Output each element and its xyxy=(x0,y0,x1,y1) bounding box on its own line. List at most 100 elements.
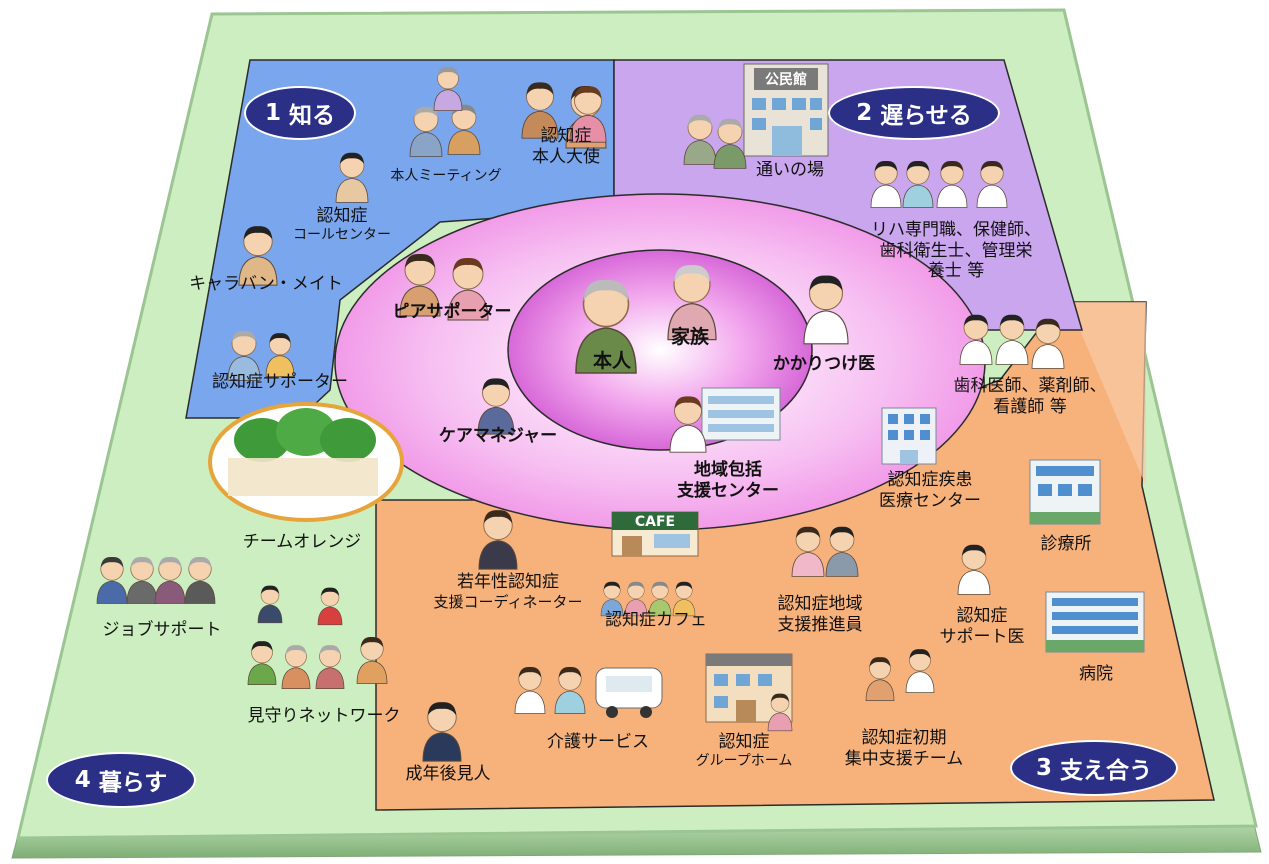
ambassador-woman-figure-icon xyxy=(569,86,607,143)
ambassador-line-1: 認知症 xyxy=(540,126,592,146)
cafe-guest-1-icon xyxy=(600,581,624,617)
early-team-line-1: 認知症初期 xyxy=(861,728,947,748)
early-team-2-icon xyxy=(905,649,935,693)
early-team-line-2: 集中支援チーム xyxy=(844,748,964,769)
watch-delivery-icon xyxy=(317,587,343,626)
promoter-label: 認知症地域 支援推進員 xyxy=(778,594,863,635)
quadrant-1-number: 1 xyxy=(264,100,281,126)
patient-figure-icon xyxy=(575,279,637,374)
job-worker-3-icon xyxy=(154,556,186,604)
pharmacist-figure-icon xyxy=(995,314,1029,365)
call-center-line-1: 認知症 xyxy=(316,206,368,226)
promoter-line-1: 認知症地域 xyxy=(777,594,863,614)
rehab-staff-label: リハ専門職、保健師、 歯科衛生士、管理栄 養士 等 xyxy=(871,220,1041,282)
dentist-figure-icon xyxy=(959,314,993,365)
job-worker-4-icon xyxy=(184,556,216,604)
quadrant-3-badge: 3 支え合う xyxy=(1010,740,1178,796)
kayoi-no-ba-label: 通いの場 xyxy=(756,160,824,180)
houkatsu-line-1: 地域包括 xyxy=(694,460,762,480)
team-orange-label: チームオレンジ xyxy=(242,532,362,552)
quadrant-3-number: 3 xyxy=(1035,755,1052,781)
care-manager-figure-icon xyxy=(477,378,515,435)
ambassador-label: 認知症 本人大使 xyxy=(532,126,600,167)
quadrant-1-badge: 1 知る xyxy=(244,86,356,140)
meeting-person-2-icon xyxy=(447,104,481,155)
ambassador-line-2: 本人大使 xyxy=(532,146,600,167)
promoter-man-icon xyxy=(825,526,859,577)
promoter-line-2: 支援推進員 xyxy=(777,614,863,635)
job-worker-2-icon xyxy=(126,556,158,604)
caravan-mate-person-icon xyxy=(238,226,278,286)
patient-label: 本人 xyxy=(592,350,632,372)
family-label: 家族 xyxy=(670,326,710,348)
group-home-resident-icon xyxy=(767,693,793,732)
quadrant-1-title: 知る xyxy=(289,103,336,129)
watch-person-3-icon xyxy=(315,645,345,689)
group-home-building xyxy=(705,653,793,723)
honnin-meeting-label: 本人ミーティング xyxy=(390,168,502,184)
dentist-line-1: 歯科医師、薬剤師、 xyxy=(953,376,1107,396)
care-service-label: 介護サービス xyxy=(547,732,649,752)
rehab-staff-1-icon xyxy=(870,160,902,208)
cafe-label: 認知症カフェ xyxy=(605,610,707,630)
cafe-guest-4-icon xyxy=(672,581,696,617)
dentist-line-2: 看護師 等 xyxy=(993,396,1067,417)
quadrant-3-peach xyxy=(1060,302,1146,486)
hospital-label: 病院 xyxy=(1079,664,1113,684)
houkatsu-staff-figure-icon xyxy=(669,396,707,453)
cafe-sign: CAFE xyxy=(635,514,675,530)
team-orange-emblem xyxy=(208,402,404,522)
young-coordinator-figure-icon xyxy=(478,510,518,570)
care-worker-2-icon xyxy=(554,666,586,714)
rehab-line-3: 養士 等 xyxy=(927,261,985,282)
quadrant-4-badge: 4 暮らす xyxy=(46,752,196,808)
job-support-label: ジョブサポート xyxy=(102,620,222,640)
medical-center-building xyxy=(881,407,937,465)
cafe-guest-2-icon xyxy=(624,581,648,617)
dentist-label: 歯科医師、薬剤師、 看護師 等 xyxy=(954,376,1107,417)
medical-center-line-2: 医療センター xyxy=(879,490,981,511)
kouminkan-sign: 公民館 xyxy=(765,71,807,88)
young-coordinator-line-2: 支援コーディネーター xyxy=(433,592,583,611)
support-doctor-label: 認知症 サポート医 xyxy=(940,606,1025,647)
supporter-child-icon xyxy=(265,333,295,377)
support-doctor-line-1: 認知症 xyxy=(956,606,1008,626)
early-team-label: 認知症初期 集中支援チーム xyxy=(845,728,964,769)
rehab-line-2: 歯科衛生士、管理栄 xyxy=(879,240,1033,261)
group-home-line-1: 認知症 xyxy=(718,732,770,752)
kouminkan-building xyxy=(743,63,829,157)
support-doctor-line-2: サポート医 xyxy=(939,626,1025,647)
cafe-building xyxy=(611,511,699,557)
care-worker-1-icon xyxy=(514,666,546,714)
watch-person-1-icon xyxy=(247,641,277,685)
supporter-elder-icon xyxy=(227,330,261,381)
quadrant-4-title: 暮らす xyxy=(98,770,168,796)
rehab-staff-2-icon xyxy=(902,160,934,208)
peer-supporter-woman-icon xyxy=(447,257,489,321)
peer-supporter-label: ピアサポーター xyxy=(392,302,512,322)
promoter-woman-icon xyxy=(791,526,825,577)
cafe-guest-3-icon xyxy=(648,581,672,617)
ambassador-man-figure-icon xyxy=(521,82,559,139)
young-coordinator-label: 若年性認知症 支援コーディネーター xyxy=(434,572,583,611)
family-figure-icon xyxy=(667,265,717,341)
supporter-label: 認知症サポーター xyxy=(212,372,348,392)
guardian-label: 成年後見人 xyxy=(405,764,491,784)
rehab-line-1: リハ専門職、保健師、 xyxy=(871,220,1041,240)
young-coordinator-line-1: 若年性認知症 xyxy=(456,572,559,592)
family-doctor-label: かかりつけ医 xyxy=(772,354,876,374)
watch-network-label: 見守りネットワーク xyxy=(247,706,401,726)
quadrant-4-number: 4 xyxy=(74,767,91,793)
call-center-label: 認知症 コールセンター xyxy=(293,206,391,244)
quadrant-2-badge: 2 遅らせる xyxy=(828,86,1000,140)
family-doctor-figure-icon xyxy=(803,275,849,345)
meeting-person-3-icon xyxy=(433,67,463,111)
group-home-label: 認知症 グループホーム xyxy=(696,732,793,770)
quadrant-2-number: 2 xyxy=(856,100,873,126)
houkatsu-line-2: 支援センター xyxy=(677,480,779,501)
support-doctor-figure-icon xyxy=(957,544,991,595)
call-center-line-2: コールセンター xyxy=(293,226,391,243)
clinic-building xyxy=(1029,459,1101,525)
guardian-figure-icon xyxy=(422,702,462,762)
